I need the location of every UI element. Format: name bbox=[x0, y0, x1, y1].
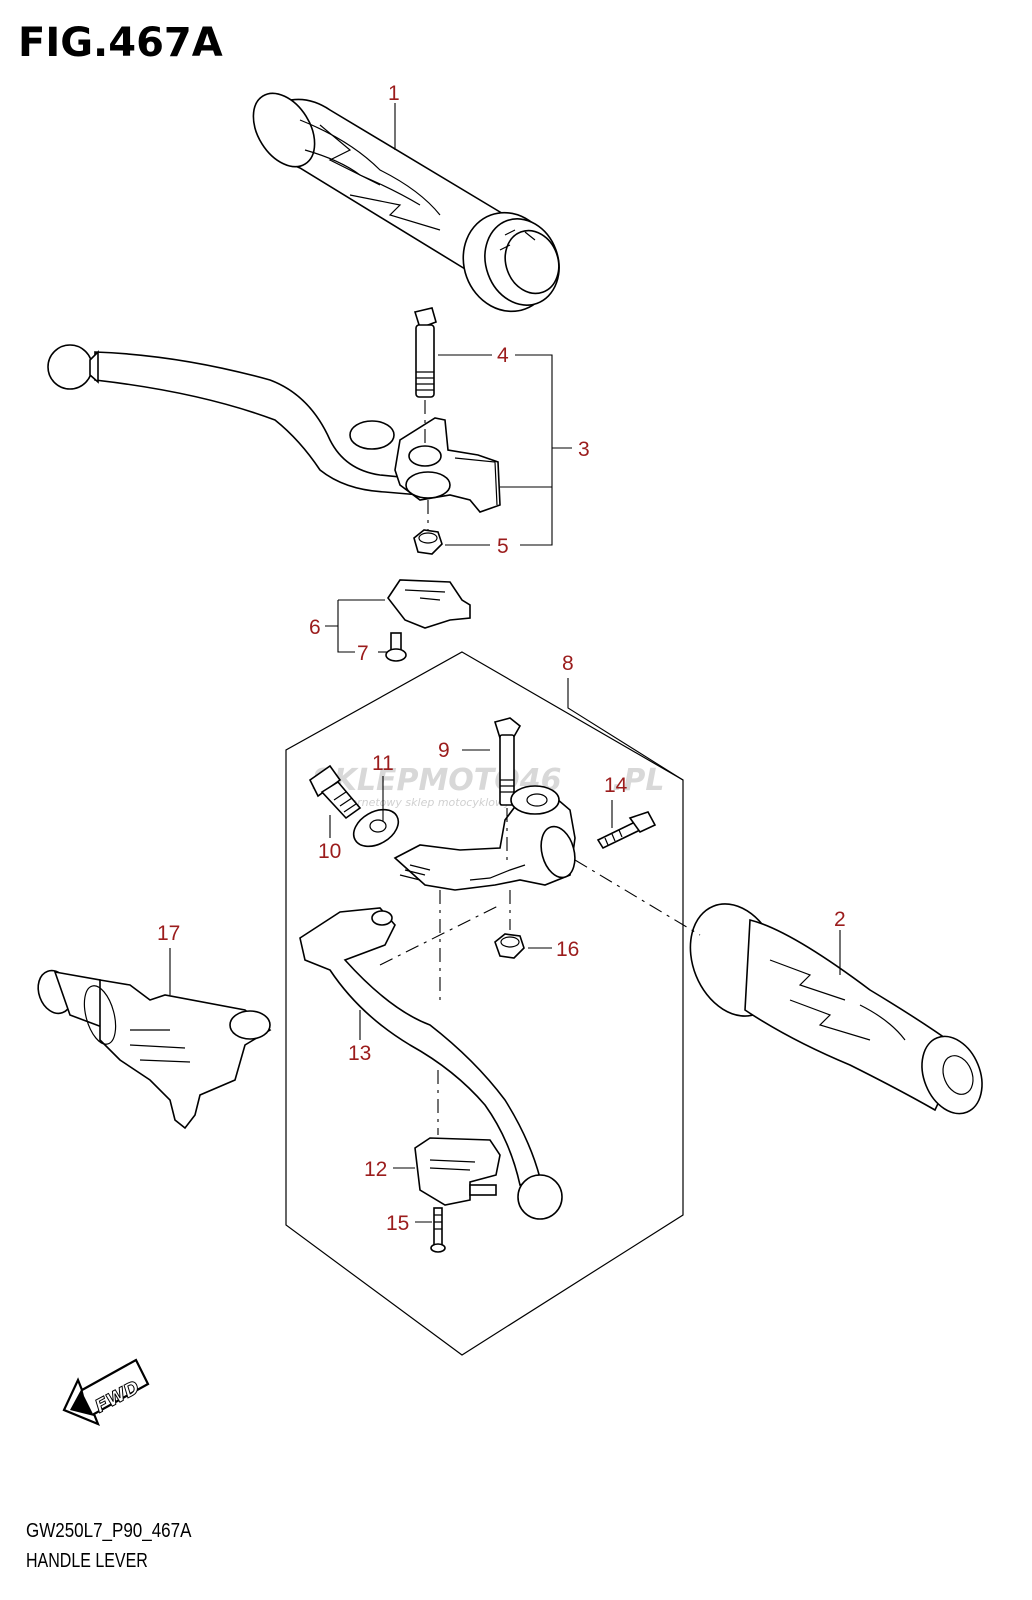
leader-lines bbox=[169, 103, 841, 1223]
centerline-grip bbox=[574, 859, 701, 936]
callout-13: 13 bbox=[348, 1042, 371, 1065]
callout-6: 6 bbox=[309, 616, 321, 639]
lever-holder bbox=[393, 785, 576, 891]
centerline-lever bbox=[379, 904, 501, 966]
nut-part-5 bbox=[413, 529, 443, 555]
washer-part-11 bbox=[352, 808, 400, 848]
callout-16: 16 bbox=[556, 938, 579, 961]
bolt-part-14 bbox=[596, 811, 657, 850]
callout-17: 17 bbox=[157, 922, 180, 945]
figure-name: HANDLE LEVER bbox=[26, 1550, 148, 1572]
callout-15: 15 bbox=[386, 1212, 409, 1235]
lever-part-13 bbox=[299, 907, 563, 1220]
callout-12: 12 bbox=[364, 1158, 387, 1181]
grip-part-1 bbox=[252, 92, 560, 313]
callout-8: 8 bbox=[562, 652, 574, 675]
switch-part-6 bbox=[387, 579, 471, 629]
callout-5: 5 bbox=[497, 535, 509, 558]
screw-part-10 bbox=[308, 764, 362, 820]
model-code: GW250L7_P90_467A bbox=[26, 1520, 192, 1542]
callout-11: 11 bbox=[372, 752, 394, 775]
assembly-boundary-part-8 bbox=[285, 651, 684, 1356]
callout-9: 9 bbox=[438, 739, 450, 762]
figure-title: FIG.467A bbox=[18, 20, 223, 66]
screw-part-7 bbox=[385, 632, 407, 662]
screw-part-15 bbox=[430, 1207, 446, 1253]
callout-3: 3 bbox=[578, 438, 590, 461]
fwd-arrow-icon: FWD bbox=[62, 1358, 150, 1427]
lever-assembly-part-3 bbox=[47, 344, 501, 513]
grip-part-2 bbox=[689, 903, 983, 1115]
callout-1: 1 bbox=[388, 82, 400, 105]
callout-4: 4 bbox=[497, 344, 509, 367]
watermark-suffix: .PL bbox=[612, 763, 665, 798]
throttle-part-17 bbox=[37, 969, 272, 1130]
callout-labels: 1 2 3 4 5 6 7 8 9 10 11 12 13 14 15 16 1… bbox=[157, 82, 846, 1235]
bolt-part-4 bbox=[413, 307, 437, 398]
callout-2: 2 bbox=[834, 908, 846, 931]
callout-7: 7 bbox=[357, 642, 369, 665]
callout-14: 14 bbox=[604, 774, 628, 797]
watermark-subtitle: internetowy sklep motocyklowy bbox=[336, 796, 511, 809]
switch-part-12 bbox=[414, 1137, 501, 1206]
nut-part-16 bbox=[494, 933, 525, 959]
bolt-part-9 bbox=[493, 717, 522, 806]
callout-10: 10 bbox=[318, 840, 341, 863]
